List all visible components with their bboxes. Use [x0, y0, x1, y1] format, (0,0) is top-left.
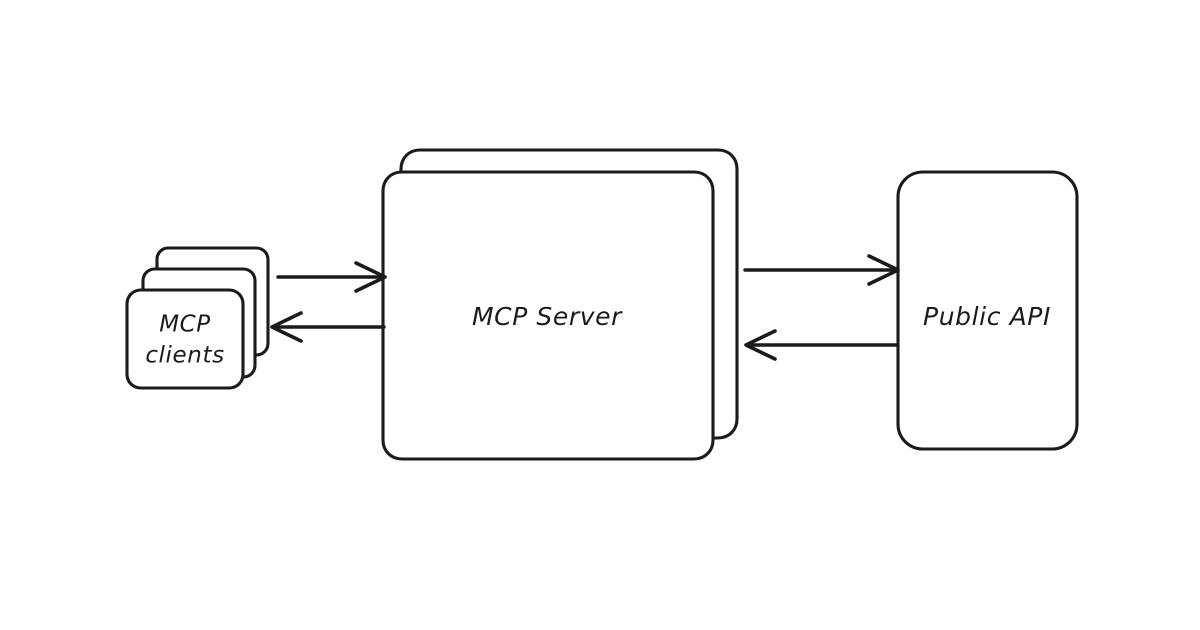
node-mcp-server[interactable]: MCP Server — [381, 148, 739, 461]
node-public-api[interactable]: Public API — [896, 170, 1079, 451]
connector-clients-to-server[interactable] — [276, 261, 387, 293]
connector-api-to-server[interactable] — [744, 329, 899, 361]
connector-clients-to-server-arrowhead — [354, 261, 387, 293]
connector-server-to-api-arrowhead — [867, 254, 900, 286]
connector-api-to-server-arrowhead — [744, 329, 777, 361]
public-api-box — [896, 170, 1079, 451]
connector-server-to-clients-arrowhead — [270, 311, 303, 343]
mcp-server-label: MCP Server — [472, 302, 623, 331]
mcp-clients-card-front — [125, 288, 245, 390]
mcp-clients-label-line2: clients — [145, 343, 224, 369]
mcp-server-card-front — [381, 170, 715, 461]
connector-server-to-clients[interactable] — [270, 311, 386, 343]
node-mcp-clients[interactable]: MCP clients — [125, 246, 270, 390]
public-api-label: Public API — [923, 302, 1051, 331]
connector-server-to-api[interactable] — [743, 254, 900, 286]
mcp-clients-label-line1: MCP — [159, 312, 211, 338]
